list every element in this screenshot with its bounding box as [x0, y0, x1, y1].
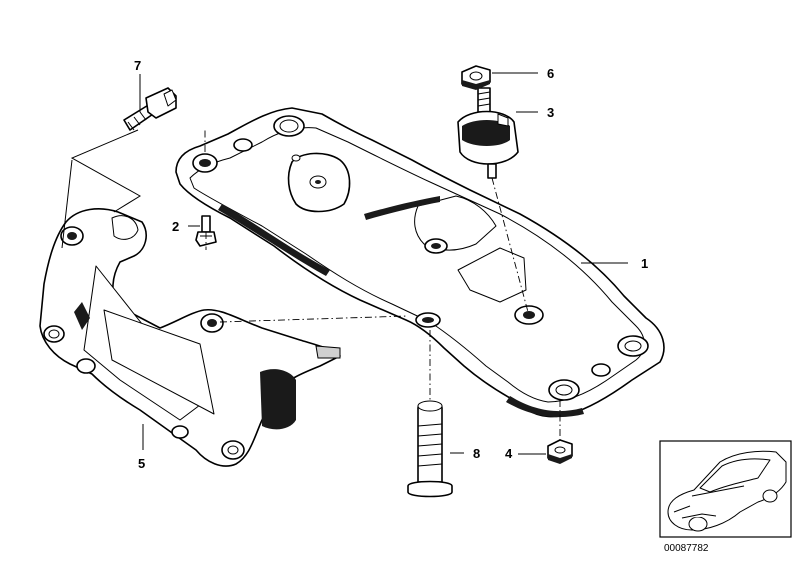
part-6-nut[interactable] — [461, 65, 491, 90]
part-8-sleeve[interactable] — [407, 400, 453, 498]
part-2-bolt[interactable] — [195, 215, 217, 247]
part-3-rubber-mount[interactable] — [457, 87, 519, 179]
callout-1: 1 — [641, 256, 648, 271]
callout-6: 6 — [547, 66, 554, 81]
assembly-lines — [61, 128, 561, 440]
callout-8: 8 — [473, 446, 480, 461]
callout-5: 5 — [138, 456, 145, 471]
part-1-crossmember[interactable] — [175, 107, 665, 418]
callout-labels: 1 2 3 4 5 6 7 8 — [134, 58, 648, 471]
reference-number: 00087782 — [664, 543, 709, 554]
callout-leaders — [139, 72, 628, 455]
thumbnail-inset — [659, 440, 792, 538]
part-5-bracket[interactable] — [39, 208, 341, 467]
car-icon — [667, 450, 787, 532]
part-4-nut[interactable] — [547, 439, 573, 464]
callout-7: 7 — [134, 58, 141, 73]
part-7-bolt[interactable] — [123, 87, 177, 131]
callout-2: 2 — [172, 219, 179, 234]
callout-3: 3 — [547, 105, 554, 120]
callout-4: 4 — [505, 446, 513, 461]
